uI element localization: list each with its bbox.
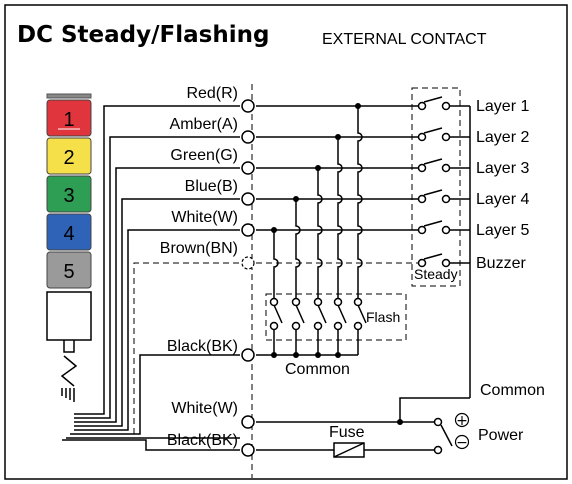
power-label: Power: [478, 427, 524, 444]
output-layer-2: Layer 2: [476, 129, 529, 146]
label-green: Green(G): [170, 147, 238, 164]
label-black: Black(BK): [167, 338, 238, 355]
wire-brown: [133, 262, 240, 434]
output-layer-1: Layer 1: [476, 98, 529, 115]
plus-symbol-circle: [454, 412, 470, 428]
tier-highlight: [58, 128, 80, 130]
output-layer-3: Layer 3: [476, 160, 529, 177]
wire-amber: [74, 136, 240, 419]
tower-tier-2: [46, 137, 92, 175]
label-red: Red(R): [186, 85, 238, 102]
terminal-red: [241, 99, 255, 113]
signal-tower: 1 2 3 4 5: [46, 93, 92, 402]
tower-tier-5-number: 5: [63, 261, 74, 283]
label-blue: Blue(B): [185, 178, 238, 195]
diagram-border: [4, 4, 568, 480]
power-circuit: [256, 412, 470, 458]
terminal-blue: [241, 192, 255, 206]
terminal-power-white: [241, 415, 255, 429]
cable-boot: [63, 340, 75, 353]
tower-tier-4-number: 4: [63, 223, 74, 245]
plus-sign: +: [456, 413, 468, 429]
fuse-label: Fuse: [329, 424, 365, 441]
cable-wires: [62, 105, 240, 451]
label-power-black: Black(BK): [167, 432, 238, 449]
flash-label: Flash: [366, 309, 400, 325]
cable-strands: [61, 388, 75, 402]
wire-white: [74, 229, 240, 431]
terminal-black: [241, 348, 255, 362]
terminal-green: [241, 161, 255, 175]
common-right-label: Common: [480, 382, 545, 399]
wire-black: [70, 354, 240, 435]
label-brown: Brown(BN): [160, 240, 238, 257]
terminal-brown: [241, 256, 255, 270]
terminal-power-black: [241, 443, 255, 457]
tower-tier-3-number: 3: [63, 185, 74, 207]
output-layer-5: Layer 5: [476, 222, 529, 239]
cable-break-symbol: [60, 355, 78, 387]
terminal-block: [241, 99, 255, 457]
output-buzzer: Buzzer: [476, 255, 526, 272]
diagram-subtitle: EXTERNAL CONTACT: [322, 31, 487, 48]
label-white: White(W): [171, 209, 238, 226]
steady-label: Steady: [414, 266, 458, 282]
minus-symbol-circle: [454, 434, 470, 450]
flash-contact-group: [265, 293, 407, 341]
wire-red: [74, 105, 240, 415]
terminal-amber: [241, 130, 255, 144]
flash-contacts: [256, 297, 367, 358]
tower-cap: [46, 93, 92, 99]
tower-tier-4: [46, 213, 92, 251]
tower-tier-2-number: 2: [63, 147, 74, 169]
common-return-wire: [399, 397, 470, 422]
wire-green: [74, 167, 240, 423]
minus-sign: −: [456, 435, 468, 451]
wire-blue: [74, 198, 240, 427]
steady-contact-group: [411, 87, 461, 287]
label-power-white: White(W): [171, 400, 238, 417]
tower-base: [46, 291, 92, 341]
flash-taps: [271, 103, 363, 298]
wire-power-black-lead: [62, 439, 240, 451]
diagram-title: DC Steady/Flashing: [17, 22, 269, 48]
tower-tier-3: [46, 175, 92, 213]
tower-tier-1: [46, 99, 92, 137]
steady-contacts: [417, 96, 471, 398]
label-amber: Amber(A): [170, 116, 238, 133]
tower-tier-5: [46, 251, 92, 289]
tower-tier-1-number: 1: [63, 109, 74, 131]
common-bus-label: Common: [285, 361, 350, 378]
output-layer-4: Layer 4: [476, 191, 529, 208]
terminal-white: [241, 223, 255, 237]
